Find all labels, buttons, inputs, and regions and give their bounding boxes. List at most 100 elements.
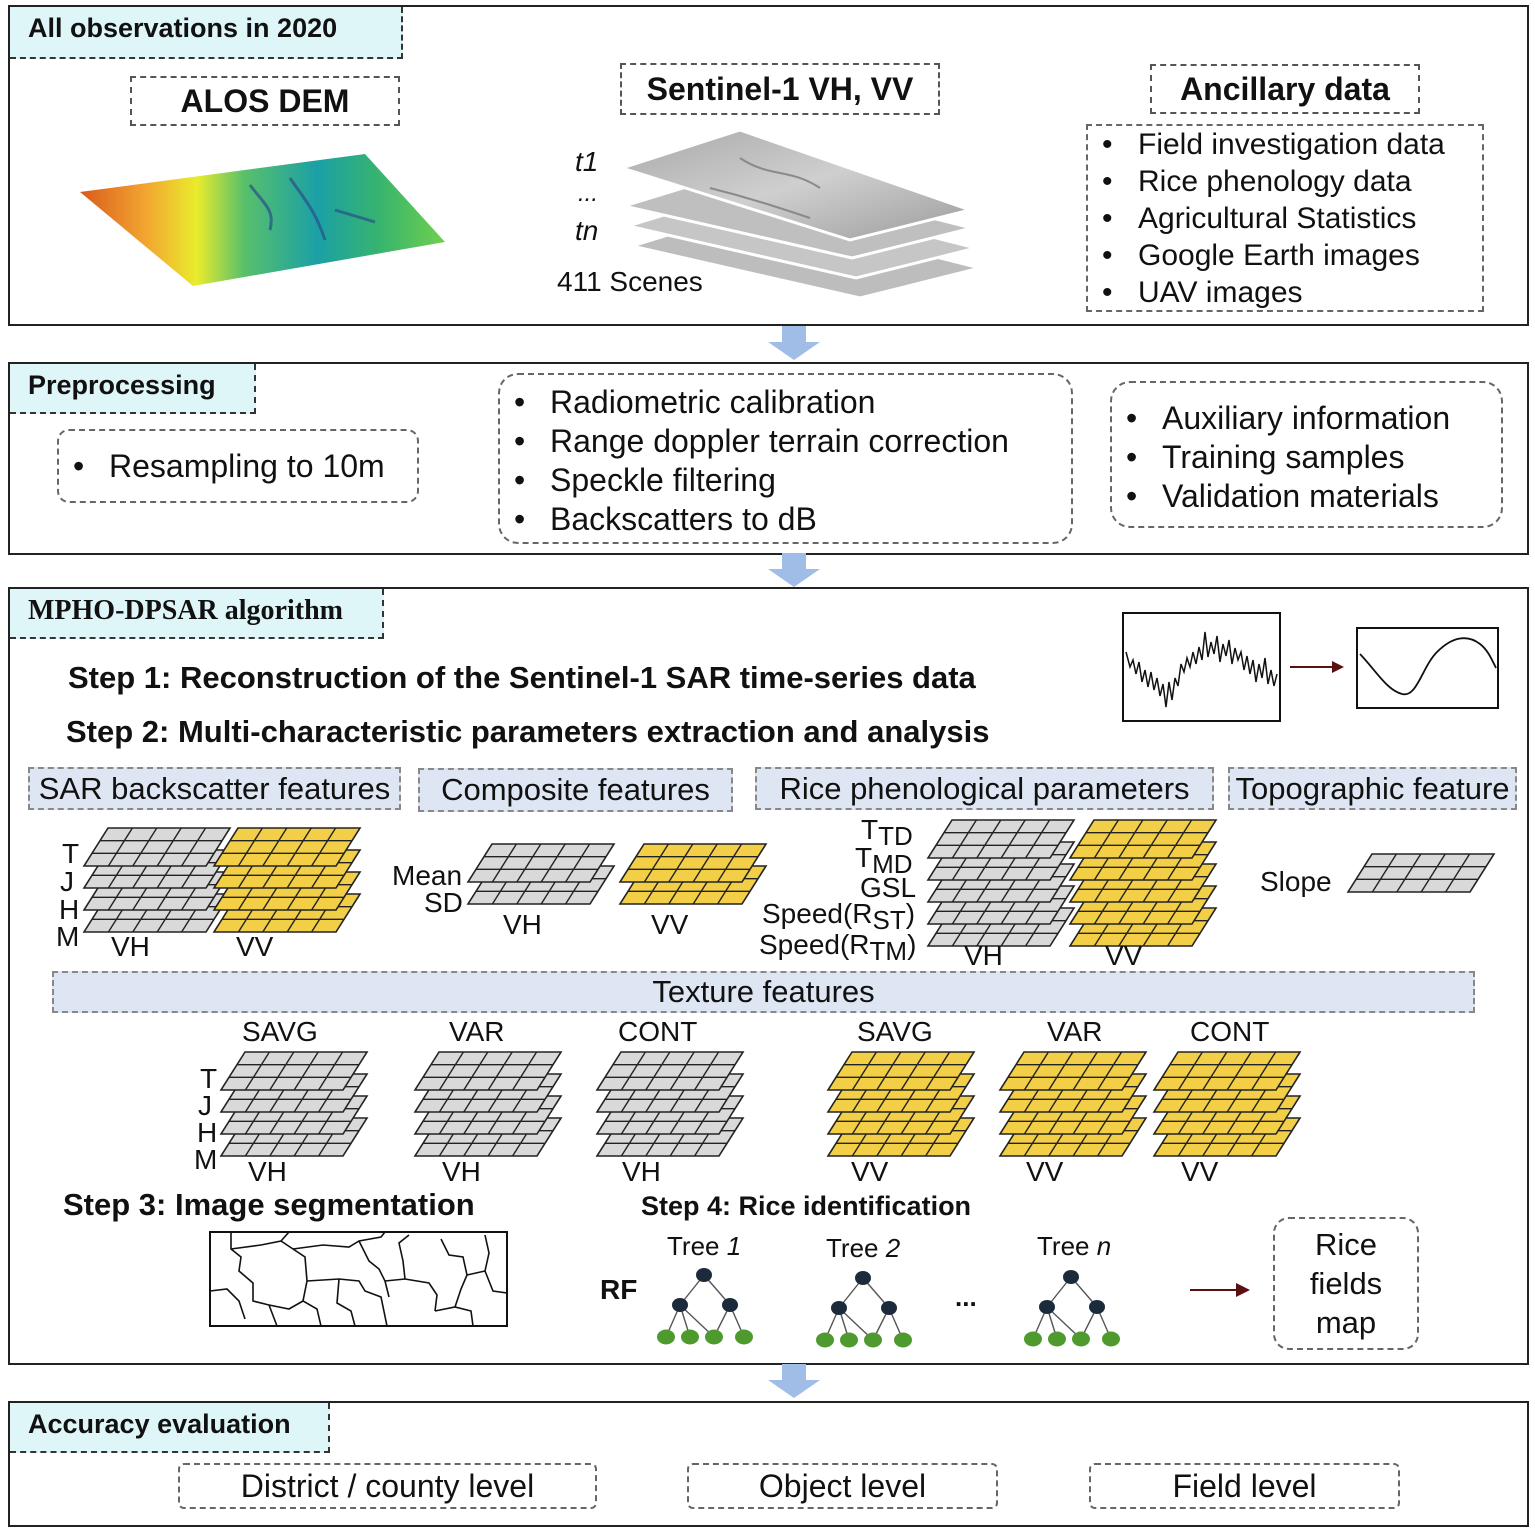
vh-label: VH: [503, 909, 542, 940]
grid-stack-svg: [466, 843, 616, 905]
algorithm-tag: MPHO-DPSAR algorithm: [10, 589, 384, 639]
tn-label: tn: [575, 215, 599, 246]
tree-label-index: 2: [885, 1233, 901, 1263]
sentinel-title: Sentinel-1 VH, VV: [620, 63, 940, 115]
letter-m: M: [56, 921, 80, 952]
ancillary-box: Field investigation data Rice phenology …: [1086, 124, 1484, 312]
letter-m: M: [194, 1144, 218, 1175]
texture-name: CONT: [618, 1016, 698, 1047]
rst-sub: ST: [872, 905, 906, 935]
grid-stack-svg: [595, 1051, 745, 1157]
flow-arrow: [768, 326, 820, 360]
sd-label: SD: [424, 887, 463, 918]
letter-h: H: [59, 894, 80, 925]
step1-title: Step 1: Reconstruction of the Sentinel-1…: [68, 660, 976, 695]
vv-label: VV: [236, 931, 274, 962]
dem-preprocess-list: Resampling to 10m: [59, 447, 385, 485]
segmentation-image: [209, 1231, 508, 1327]
texture-name: CONT: [1190, 1016, 1270, 1047]
grid-stack-backscatter-vv: [212, 826, 362, 939]
accuracy-level-object: Object level: [687, 1463, 998, 1509]
rtm-close: ): [907, 929, 917, 960]
flow-arrow: [768, 553, 820, 587]
grid-stack-svg: [826, 1051, 976, 1157]
grid-layer: [826, 1051, 976, 1091]
tree-internal-node: [881, 1301, 897, 1315]
grid-stack-svg: [212, 827, 362, 933]
rtm-main: Speed(R: [759, 929, 870, 960]
grid-stack-composite-vv: [618, 842, 768, 911]
sar-preprocess-item: Range doppler terrain correction: [500, 422, 1009, 461]
grid-stack-svg: [219, 1051, 369, 1157]
tmd-label: TMD: [855, 842, 913, 880]
sar-preprocess-item: Speckle filtering: [500, 461, 1009, 500]
ancillary-item: Rice phenology data: [1088, 163, 1445, 200]
aux-preprocess-box: Auxiliary information Training samples V…: [1110, 381, 1503, 528]
tree-leaf-node: [894, 1332, 912, 1348]
vh-label: VH: [111, 931, 150, 962]
grid-layer: [926, 819, 1076, 859]
ttd-label: TTD: [861, 814, 913, 852]
grid-stack-texture-savg-vh: [219, 1050, 369, 1163]
vv-label: VV: [1026, 1156, 1064, 1187]
ancillary-title: Ancillary data: [1150, 64, 1420, 114]
rst-label: Speed(RST): [762, 898, 915, 936]
sar-preprocess-item: Backscatters to dB: [500, 500, 1009, 539]
grid-stack-svg: [82, 827, 232, 933]
grid-stack-svg: [413, 1051, 563, 1157]
step4-title: Step 4: Rice identification: [641, 1191, 972, 1221]
grid-stack-texture-var-vh: [413, 1050, 563, 1163]
gsl-label: GSL: [860, 872, 917, 903]
tmd-sub: MD: [872, 849, 913, 879]
aux-preprocess-item: Auxiliary information: [1112, 399, 1450, 438]
decision-tree-1: [657, 1268, 753, 1345]
tree-leaf-node: [816, 1332, 834, 1348]
tree-leaf-node: [735, 1329, 753, 1345]
sar-image-stack: [620, 128, 981, 300]
accuracy-level-label: Field level: [1172, 1467, 1317, 1504]
grid-layer: [212, 827, 362, 867]
output-line: Rice: [1314, 1227, 1377, 1262]
feature-sar-backscatter: SAR backscatter features: [28, 767, 401, 810]
grid-layer: [1068, 819, 1218, 859]
tree-leaf-node: [657, 1329, 675, 1345]
tree-label-index: 1: [726, 1231, 742, 1261]
vh-label: VH: [622, 1156, 661, 1187]
dots-label: ...: [578, 180, 599, 207]
vh-label: VH: [248, 1156, 287, 1187]
grid-layer: [1152, 1051, 1302, 1091]
ttd-sub: TD: [878, 821, 913, 851]
sar-preprocess-list: Radiometric calibration Range doppler te…: [500, 383, 1009, 539]
mean-label: Mean: [392, 860, 463, 891]
trees-ellipsis: ...: [955, 1282, 977, 1312]
vv-label: VV: [1181, 1156, 1219, 1187]
output-line: map: [1315, 1305, 1377, 1340]
texture-features-bar: Texture features: [52, 971, 1475, 1013]
decision-tree-2: [816, 1271, 912, 1348]
rf-label: RF: [600, 1274, 638, 1305]
observations-tag: All observations in 2020: [10, 7, 403, 59]
dem-image: [80, 154, 445, 286]
tree-leaf-node: [1072, 1331, 1090, 1347]
letter-t: T: [62, 838, 80, 869]
grid-layer: [413, 1051, 563, 1091]
ancillary-item: Field investigation data: [1088, 126, 1445, 163]
tree-internal-node: [1039, 1300, 1055, 1314]
ttd-main: T: [861, 814, 879, 845]
grid-stack-slope: [1346, 852, 1496, 899]
reconstruction-illustration: [1122, 612, 1499, 722]
ancillary-list: Field investigation data Rice phenology …: [1088, 126, 1445, 311]
accuracy-level-field: Field level: [1089, 1463, 1400, 1509]
vv-label: VV: [851, 1156, 889, 1187]
t1-label: t1: [575, 146, 599, 177]
tmd-main: T: [855, 842, 873, 873]
feature-composite: Composite features: [418, 768, 733, 812]
letter-j: J: [198, 1090, 212, 1121]
tree-label-text: Tree: [826, 1233, 886, 1263]
vv-label: VV: [651, 909, 689, 940]
grid-stack-svg: [1068, 819, 1218, 947]
step2-title: Step 2: Multi-characteristic parameters …: [66, 714, 990, 749]
accuracy-level-label: District / county level: [240, 1467, 535, 1504]
tree-leaf-node: [1048, 1331, 1066, 1347]
decision-tree-n: [1024, 1270, 1120, 1347]
